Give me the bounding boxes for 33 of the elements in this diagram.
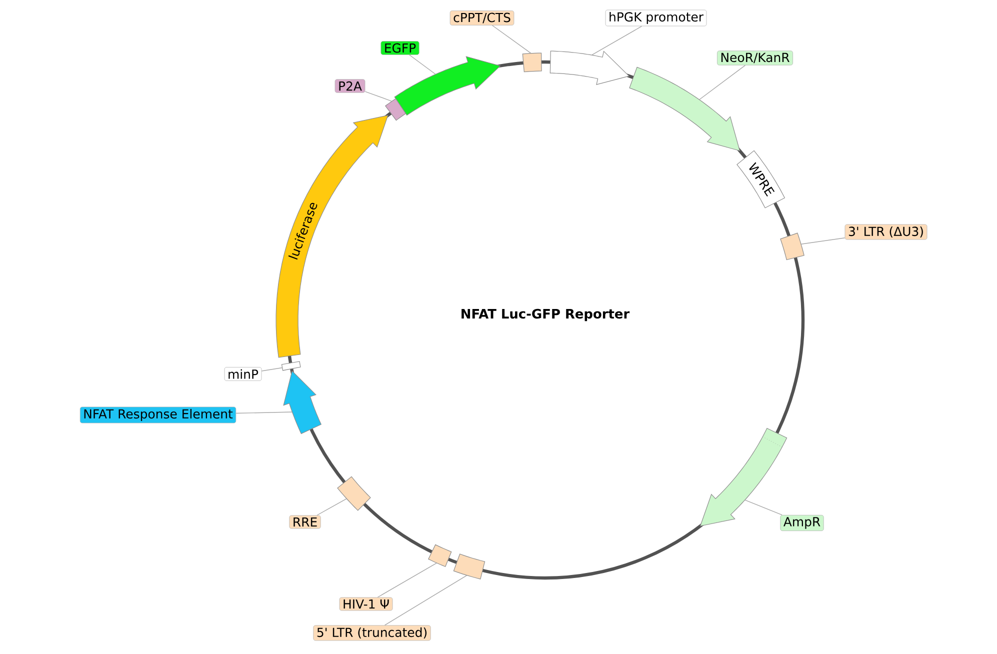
feature-label: RRE bbox=[289, 515, 321, 529]
feature-box bbox=[780, 232, 804, 260]
leader-line bbox=[744, 500, 782, 516]
feature-label: 3' LTR (ΔU3) bbox=[844, 224, 928, 240]
feature-box bbox=[337, 476, 371, 511]
feature-box bbox=[522, 52, 542, 72]
feature-box bbox=[428, 544, 452, 567]
feature-segment bbox=[550, 50, 630, 85]
feature-label: P2A bbox=[334, 79, 366, 93]
feature-label: NFAT Response Element bbox=[80, 406, 236, 424]
feature-label: hPGK promoter bbox=[605, 10, 707, 26]
leader-line bbox=[316, 498, 347, 516]
feature-label: minP bbox=[224, 367, 262, 381]
leader-line bbox=[384, 575, 468, 626]
feature-label: NeoR/KanR bbox=[717, 50, 793, 66]
feature-box bbox=[281, 361, 301, 371]
map-title: NFAT Luc-GFP Reporter bbox=[462, 308, 630, 322]
feature-label: EGFP bbox=[380, 41, 420, 55]
feature-label: 5' LTR (truncated) bbox=[313, 625, 431, 641]
leader-line bbox=[800, 238, 846, 244]
leader-line bbox=[236, 412, 292, 414]
feature-segment bbox=[629, 66, 740, 152]
feature-box bbox=[385, 98, 406, 121]
feature-box bbox=[453, 554, 486, 580]
leader-line bbox=[592, 26, 642, 56]
leader-line bbox=[261, 367, 282, 372]
feature-label: HIV-1 Ψ bbox=[339, 597, 393, 611]
feature-label: cPPT/CTS bbox=[450, 10, 514, 26]
feature-label: AmpR bbox=[780, 514, 824, 532]
leader-line bbox=[409, 54, 436, 74]
leader-line bbox=[699, 64, 746, 100]
leader-line bbox=[377, 562, 437, 598]
feature-segment bbox=[394, 56, 501, 116]
